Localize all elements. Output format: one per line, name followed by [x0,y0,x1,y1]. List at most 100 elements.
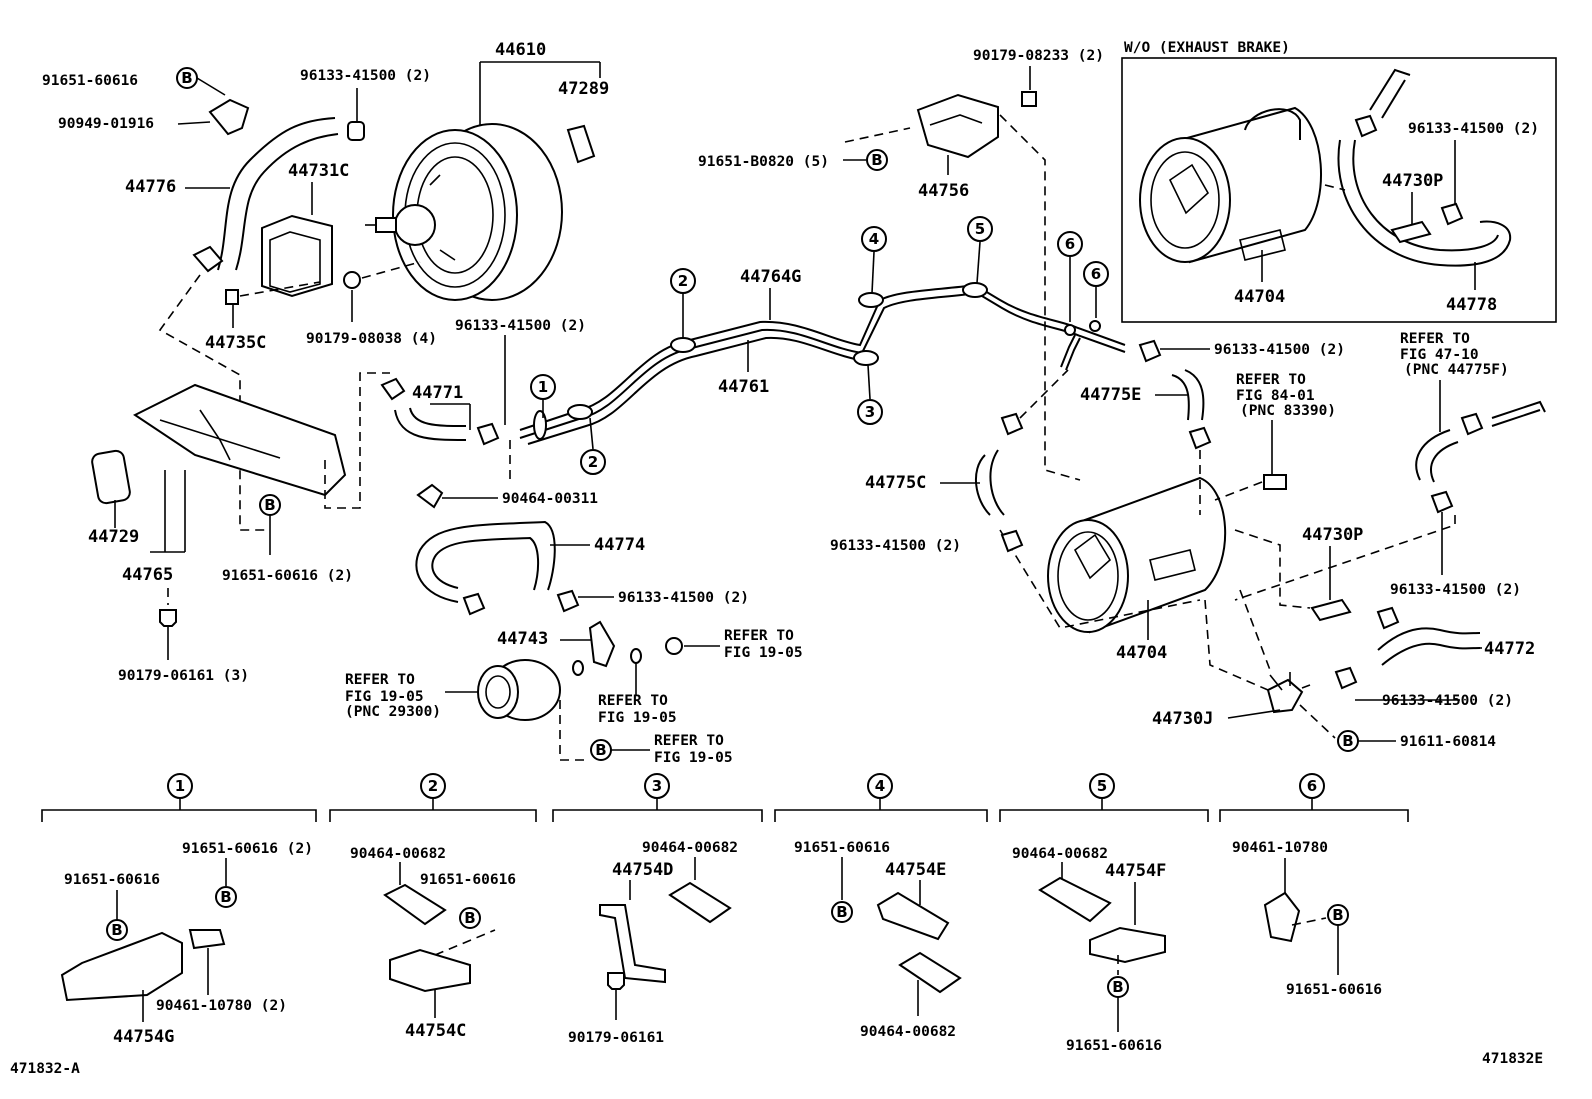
label-44764G: 44764G [740,267,801,287]
nut-44735C-shape [225,289,239,305]
label-refer-f-1: REFER TO [1400,331,1470,347]
tank-group: 90179-08233 (2) 44756 91651-B0820 (5) B … [698,48,1546,752]
p1-label-d: 44754G [113,1027,174,1047]
label-refer-a-1: REFER TO [598,693,668,709]
label-refer-pump-1: REFER TO [345,672,415,688]
part-44610: 44610 [495,40,546,60]
p2-label-b: 91651-60616 [420,872,516,888]
svg-text:B: B [111,921,122,939]
booster-group: 44610 47289 96133-41500 (2) 91651-60616 … [42,40,609,353]
label-clip-booster: 96133-41500 (2) [300,68,431,84]
pipe-group: 44764G 44761 [519,267,1126,445]
bracket-group: 44729 44765 90179-06161 (3) B 91651-6061… [88,274,390,684]
label-clip-96133-right: 96133-41500 (2) [1214,342,1345,358]
plate-47289-shape [566,124,596,164]
label-90179-06161: 90179-06161 (3) [118,668,249,684]
p5-label-a: 90464-00682 [1012,846,1108,862]
inset-title: W/O (EXHAUST BRAKE) [1124,40,1290,56]
callout-number: 1 [538,378,548,396]
bracket-44765-shape [133,383,347,497]
bracket-44756-shape [916,93,999,159]
label-clip-96133-772: 96133-41500 (2) [1382,693,1513,709]
hose-group: 44771 96133-41500 (2) 90464-00311 44774 … [345,318,803,766]
panel-number: 4 [875,777,885,795]
p5-label-b: 44754F [1105,861,1166,881]
callout-circle [967,216,993,242]
label-44761: 44761 [718,377,769,397]
hose-44771-shape [394,409,467,441]
svg-text:B: B [836,903,847,921]
label-refer-a-2: FIG 19-05 [598,710,677,726]
p5-label-c: 91651-60616 [1066,1038,1162,1054]
footer-right-id: 471832E [1482,1051,1543,1067]
washer-b-icon [831,901,853,923]
label-refer-f-2: FIG 47-10 [1400,347,1479,363]
label-90179-08038: 90179-08038 (4) [306,331,437,347]
p4-label-c: 90464-00682 [860,1024,956,1040]
p2-label-a: 90464-00682 [350,846,446,862]
svg-text:B: B [220,888,231,906]
plate-44729-shape [91,449,131,505]
label-clip-96133-rr: 96133-41500 (2) [1390,582,1521,598]
bracket-44754F-shape [1089,926,1166,964]
box-44731C-shape [261,214,333,298]
callout-circle [861,226,887,252]
label-refer-b-1: REFER TO [724,628,794,644]
label-90179-08233: 90179-08233 (2) [973,48,1104,64]
label-44731C: 44731C [288,161,349,181]
callout-number: 5 [975,220,985,238]
label-91651-B0820: 91651-B0820 (5) [698,154,829,170]
label-44729: 44729 [88,527,139,547]
nut-90179-08233-shape [1021,91,1037,107]
tank-44704-shape [1047,476,1227,634]
panel-number: 1 [175,777,185,795]
label-refer-sw-1: REFER TO [1236,372,1306,388]
bracket-44754C-shape [389,948,471,993]
p1-label-a: 91651-60616 (2) [182,841,313,857]
label-91651-60616-top: 91651-60616 [42,73,138,89]
brake-booster-shape [365,123,563,301]
label-44756: 44756 [918,181,969,201]
p1-label-c: 90461-10780 (2) [156,998,287,1014]
panel-number-circle [420,773,446,799]
label-90949-01916: 90949-01916 [58,116,154,132]
label-clip-hose-upper: 96133-41500 (2) [455,318,586,334]
label-44735C: 44735C [205,333,266,353]
valve-44730P-shape [1310,598,1352,622]
clip-90949-shape [208,98,250,136]
washer-b-icon [106,919,128,941]
union-44743-shape [588,620,616,668]
callout-number: 2 [588,453,598,471]
washer-b-icon [459,907,481,929]
label-90464-00311: 90464-00311 [502,491,598,507]
bracket-44754D-shape [599,904,666,984]
panel-number-circle [1299,773,1325,799]
switch-83390-shape [1263,474,1287,490]
label-refer-pump-3: (PNC 29300) [345,704,441,720]
callout-circle [580,449,606,475]
nut-refer-shape [665,637,683,655]
callout-number: 3 [865,403,875,421]
hose-44775F-shape [1415,429,1451,481]
svg-text:B: B [1112,978,1123,996]
callout-circle [670,268,696,294]
label-refer-sw-3: (PNC 83390) [1240,403,1336,419]
label-44774: 44774 [594,535,645,555]
label-clip-96133-c: 96133-41500 (2) [830,538,961,554]
label-44775C: 44775C [865,473,926,493]
label-refer-c-2: FIG 19-05 [654,750,733,766]
p3-label-a: 90464-00682 [642,840,738,856]
inset-tank-shape [1139,106,1322,264]
panel-number: 2 [428,777,438,795]
callout-leader [871,251,875,294]
label-44775E: 44775E [1080,385,1141,405]
p3-label-b: 44754D [612,860,673,880]
clip-p3-shape [668,881,732,924]
label-44704: 44704 [1116,643,1167,663]
washer-b-icon [215,886,237,908]
label-refer-sw-2: FIG 84-01 [1236,388,1315,404]
callout-leader [589,417,594,450]
